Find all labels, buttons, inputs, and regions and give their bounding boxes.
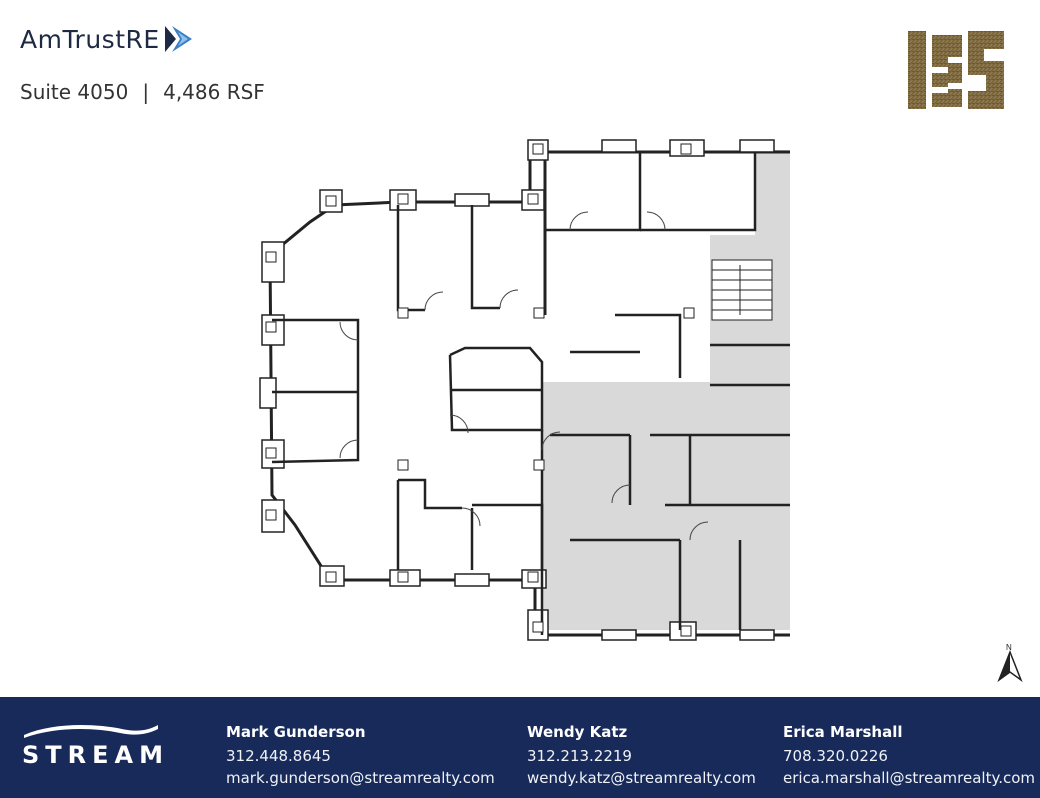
logo-text: AmTrustRE xyxy=(20,24,160,54)
door-swings xyxy=(339,211,709,541)
contact-footer: STREAM Mark Gunderson 312.448.8645 mark.… xyxy=(0,697,1040,798)
stream-logo: STREAM xyxy=(22,719,163,775)
suite-area: 4,486 RSF xyxy=(163,80,265,104)
contact-email[interactable]: wendy.katz@streamrealty.com xyxy=(527,769,756,787)
column-tags xyxy=(265,143,695,637)
common-area-shading xyxy=(542,150,790,630)
contact-card: Wendy Katz 312.213.2219 wendy.katz@strea… xyxy=(527,723,756,791)
stream-wave-icon xyxy=(24,725,158,738)
contact-name: Wendy Katz xyxy=(527,723,628,741)
north-label: N xyxy=(1006,643,1012,652)
stair-core xyxy=(711,259,773,321)
contact-name: Erica Marshall xyxy=(783,723,903,741)
building-135-logo xyxy=(908,31,1004,109)
contact-email[interactable]: erica.marshall@streamrealty.com xyxy=(783,769,1036,787)
contact-card: Erica Marshall 708.320.0226 erica.marsha… xyxy=(783,723,1035,791)
contact-name: Mark Gunderson xyxy=(226,723,366,741)
interior-walls xyxy=(271,152,790,635)
contact-phone[interactable]: 312.448.8645 xyxy=(226,747,331,765)
suite-separator: | xyxy=(142,80,150,104)
amtrust-re-logo: AmTrustRE xyxy=(20,22,196,56)
contact-phone[interactable]: 312.213.2219 xyxy=(527,747,632,765)
suite-info: Suite 4050 | 4,486 RSF xyxy=(20,80,265,104)
contact-email[interactable]: mark.gunderson@streamrealty.com xyxy=(226,769,495,787)
play-arrow-logo-icon xyxy=(164,26,192,52)
floor-plan xyxy=(259,139,790,641)
stream-wordmark: STREAM xyxy=(22,741,169,769)
contact-phone[interactable]: 708.320.0226 xyxy=(783,747,888,765)
suite-label: Suite 4050 xyxy=(20,80,129,104)
north-arrow-icon: N xyxy=(997,643,1023,682)
contact-card: Mark Gunderson 312.448.8645 mark.gunders… xyxy=(226,723,495,791)
